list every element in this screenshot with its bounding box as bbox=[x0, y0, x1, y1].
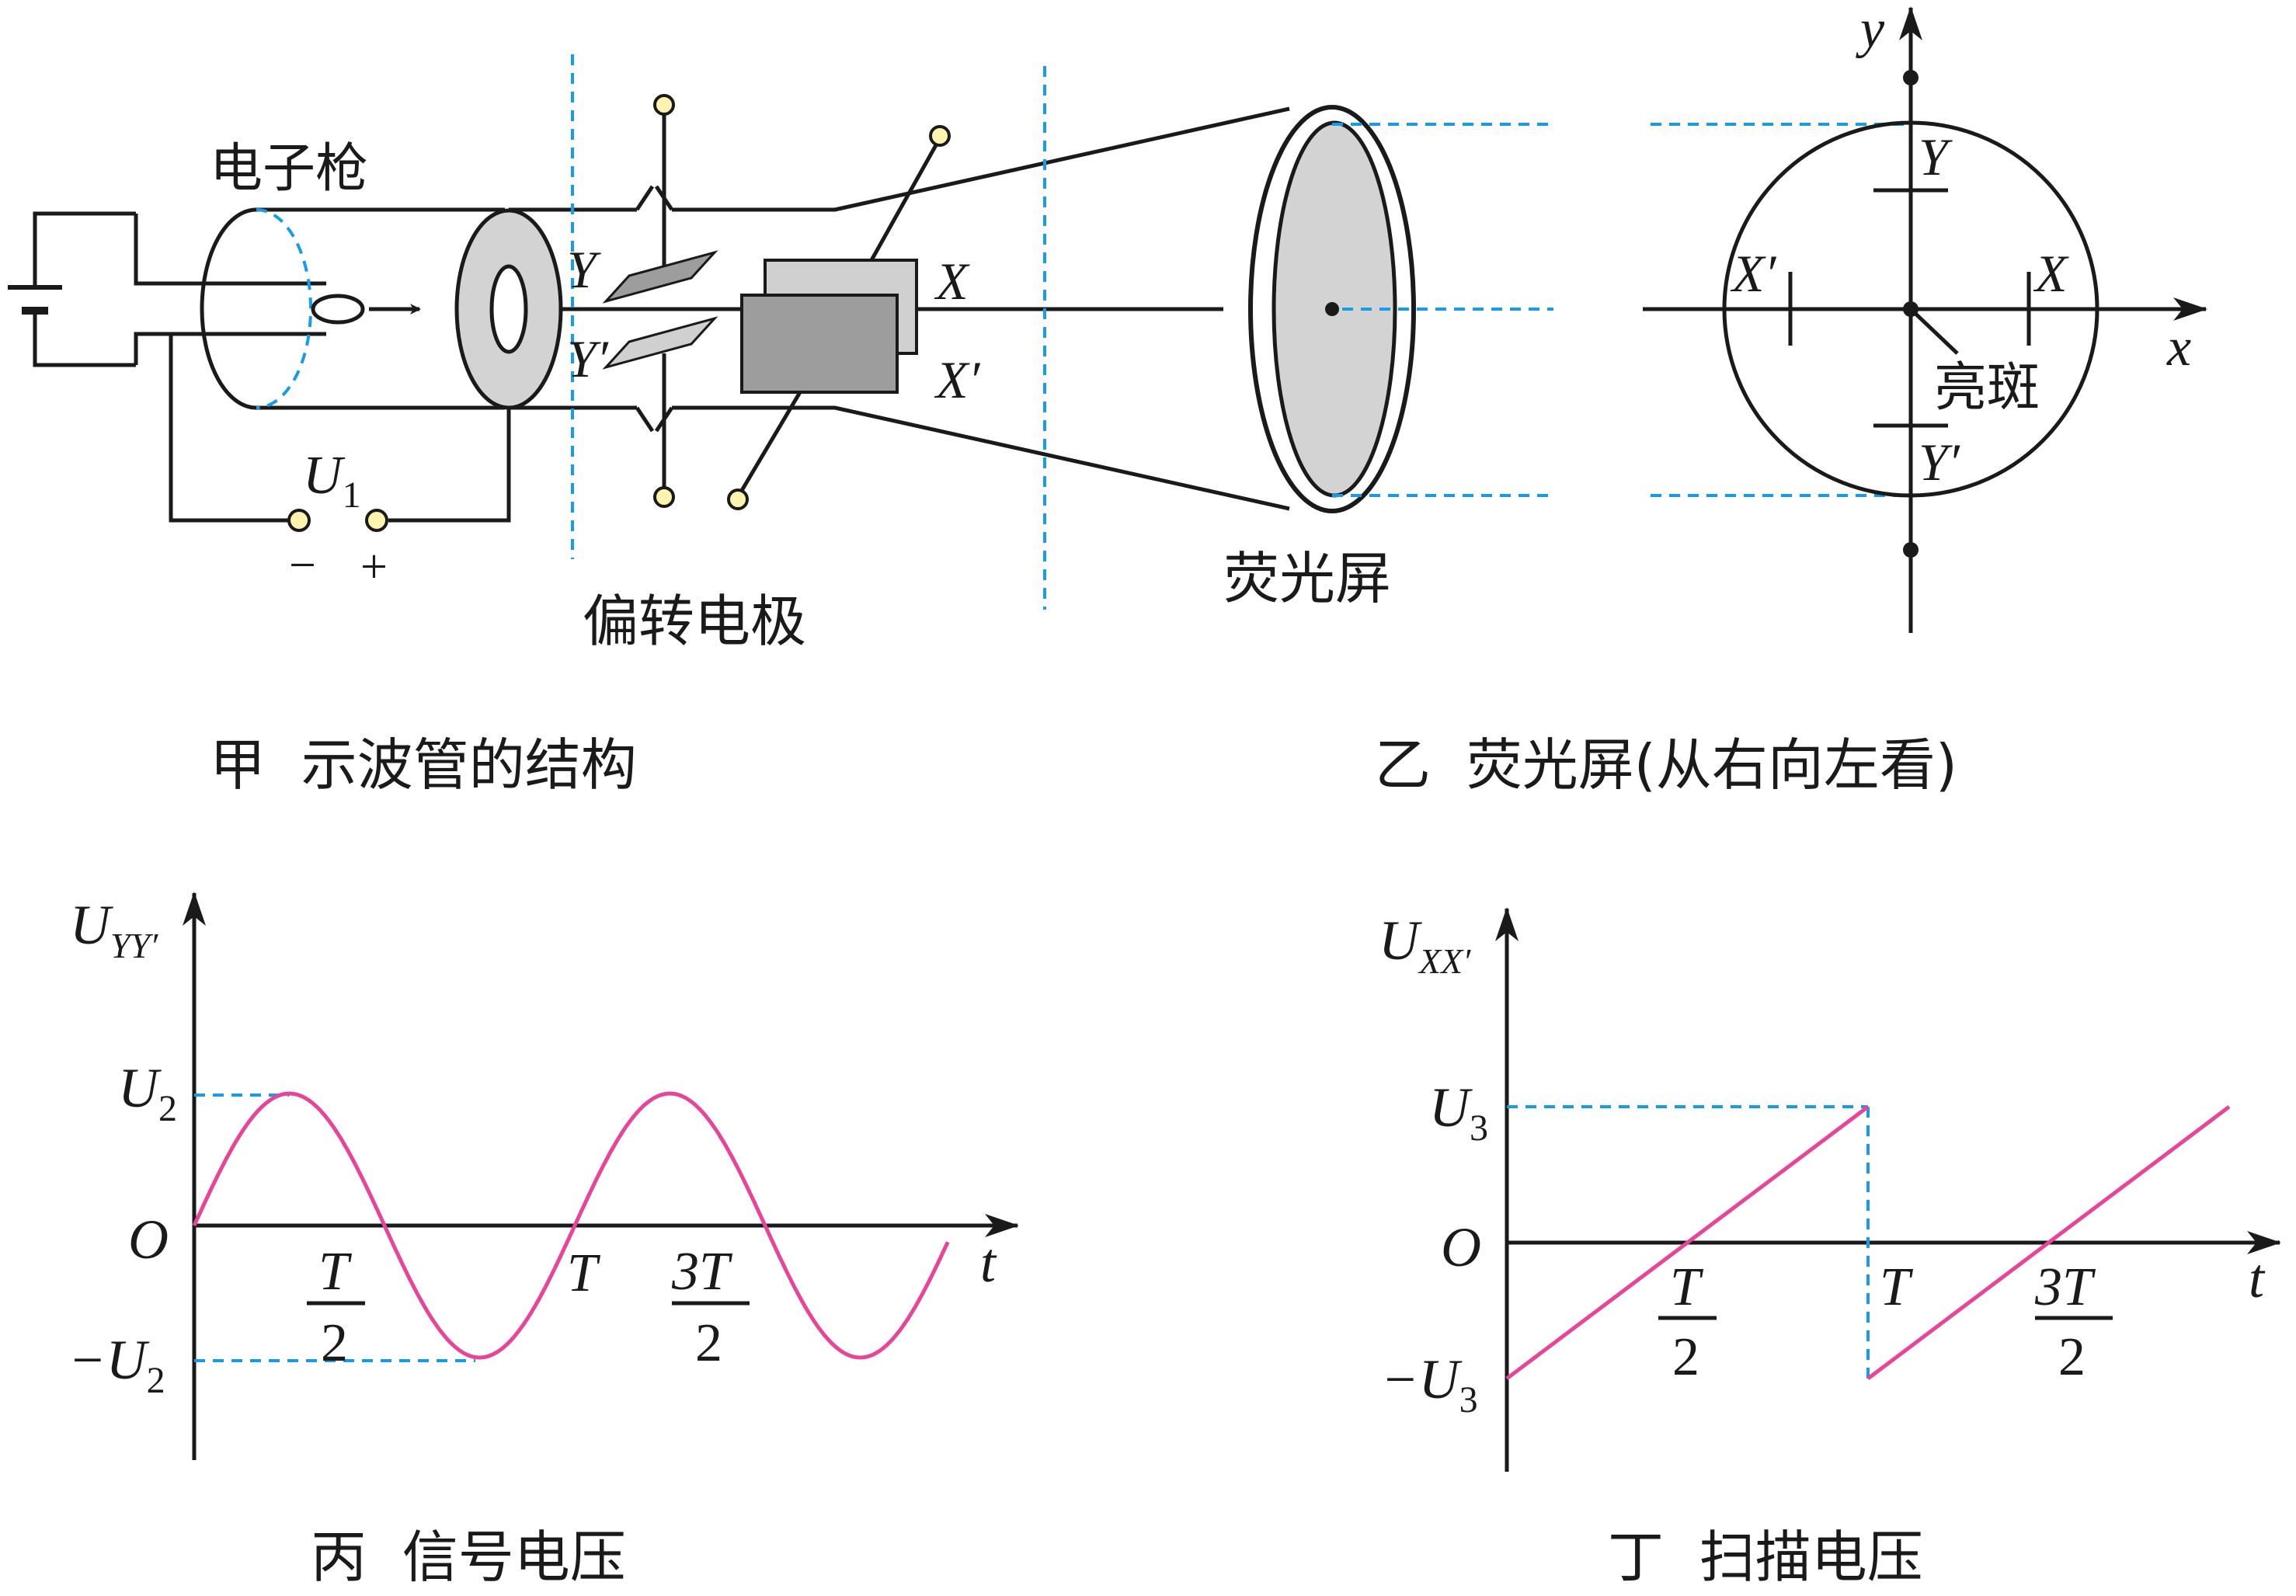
ding-tick-3half-den: 2 bbox=[2058, 1327, 2086, 1387]
x-axis-label: x bbox=[2166, 318, 2191, 377]
caption-ding: 丁 扫描电压 bbox=[1608, 1525, 1923, 1590]
ding-tick-half-num: T bbox=[1670, 1257, 1704, 1317]
notch-top bbox=[635, 185, 674, 211]
ding-origin: O bbox=[1441, 1216, 1481, 1278]
mark-x-prime-label: X′ bbox=[1730, 244, 1777, 303]
signal-sine-curve bbox=[192, 1091, 950, 1360]
cathode-wire bbox=[134, 214, 326, 286]
axis-dot-bottom bbox=[1903, 542, 1919, 558]
deflect-label: 偏转电极 bbox=[583, 589, 806, 654]
caption-bing: 丙 信号电压 bbox=[311, 1525, 626, 1590]
gun-label: 电子枪 bbox=[210, 138, 368, 200]
panel-jia-labels: 电子枪 U1 − + Y Y′ X X′ 偏转电极 荧光屏 甲 示波管的结构 bbox=[210, 138, 1391, 798]
y-deflection-plates bbox=[602, 105, 718, 497]
plus-sign: + bbox=[360, 541, 388, 593]
plate-y-label: Y bbox=[567, 240, 601, 299]
caption-yi: 乙 荧光屏(从右向左看) bbox=[1375, 732, 1957, 798]
bing-tick-half-den: 2 bbox=[321, 1313, 348, 1373]
bing-tick-3half-den: 2 bbox=[695, 1313, 722, 1373]
u1-wire-right bbox=[388, 408, 511, 523]
sweep-ramp-2 bbox=[1866, 1105, 2231, 1380]
mark-y-prime-label: Y′ bbox=[1919, 433, 1960, 492]
terminal-dot-icon bbox=[653, 94, 675, 116]
ding-amp-neg: −U3 bbox=[1381, 1348, 1478, 1420]
bright-spot bbox=[1903, 301, 1919, 317]
y-axis-label: y bbox=[1856, 0, 1885, 59]
u1-wire-left bbox=[169, 334, 289, 523]
terminal-dot-icon bbox=[653, 486, 675, 508]
notch-bottom bbox=[635, 406, 674, 433]
battery-icon bbox=[8, 211, 136, 367]
ding-y-label: UXX′ bbox=[1379, 909, 1471, 981]
caption-jia: 甲 示波管的结构 bbox=[210, 732, 637, 798]
x-deflection-plates bbox=[736, 137, 942, 499]
panel-yi bbox=[1643, 6, 2207, 633]
minus-sign: − bbox=[289, 539, 316, 592]
cathode-wire-lower bbox=[134, 332, 326, 365]
ding-tick-3half-num: 3T bbox=[2034, 1257, 2096, 1317]
axis-dot-top bbox=[1903, 70, 1919, 85]
panel-bing-labels: UYY′ U2 −U2 O t T 2 T 3T 2 丙 信号电压 bbox=[68, 894, 997, 1590]
terminal-dot-icon bbox=[929, 125, 951, 147]
panel-yi-labels: y x Y Y′ X′ X 亮斑 乙 荧光屏(从右向左看) bbox=[1375, 0, 2191, 798]
terminal-dot-icon bbox=[365, 509, 388, 532]
ding-tick-half-den: 2 bbox=[1672, 1327, 1699, 1387]
bing-amp-pos: U2 bbox=[118, 1057, 177, 1129]
plate-x-prime-label: X′ bbox=[934, 350, 981, 409]
panel-bing bbox=[183, 892, 1019, 1460]
sweep-ramp-1 bbox=[1505, 1105, 1870, 1380]
plate-y-prime-label: Y′ bbox=[567, 329, 609, 388]
fluorescent-screen bbox=[1248, 105, 1416, 513]
spot-label: 亮斑 bbox=[1934, 357, 2040, 419]
anode-ring bbox=[454, 208, 563, 410]
u1-label: U1 bbox=[303, 446, 361, 516]
terminal-dots bbox=[287, 94, 951, 532]
bing-y-label: UYY′ bbox=[70, 894, 158, 965]
bing-tick-half-num: T bbox=[318, 1242, 353, 1302]
electron-gun bbox=[200, 207, 505, 410]
terminal-dot-icon bbox=[287, 509, 311, 532]
mark-x-label: X bbox=[2033, 244, 2069, 303]
spot-leader bbox=[1909, 308, 1959, 355]
panel-ding-labels: UXX′ U3 −U3 O t T 2 T 3T 2 丁 扫描电压 bbox=[1379, 909, 2266, 1590]
bing-tick-3half-num: 3T bbox=[671, 1242, 733, 1302]
ding-tick-T: T bbox=[1880, 1257, 1914, 1317]
dashed-guides bbox=[571, 54, 1911, 610]
tube-lower-mid bbox=[672, 405, 1290, 511]
panel-ding bbox=[1495, 907, 2281, 1472]
plate-x-label: X bbox=[934, 252, 970, 311]
ding-t-label: t bbox=[2249, 1247, 2266, 1309]
mark-y-label: Y bbox=[1919, 127, 1953, 186]
tube-upper-mid bbox=[672, 106, 1290, 212]
bing-origin: O bbox=[128, 1208, 169, 1271]
bing-t-label: t bbox=[980, 1232, 997, 1294]
bing-amp-neg: −U2 bbox=[68, 1329, 165, 1401]
screen-label: 荧光屏 bbox=[1223, 546, 1391, 611]
bing-tick-T: T bbox=[567, 1243, 601, 1303]
ding-amp-pos: U3 bbox=[1429, 1076, 1488, 1149]
terminal-dot-icon bbox=[727, 489, 749, 510]
panel-jia bbox=[8, 54, 1911, 610]
